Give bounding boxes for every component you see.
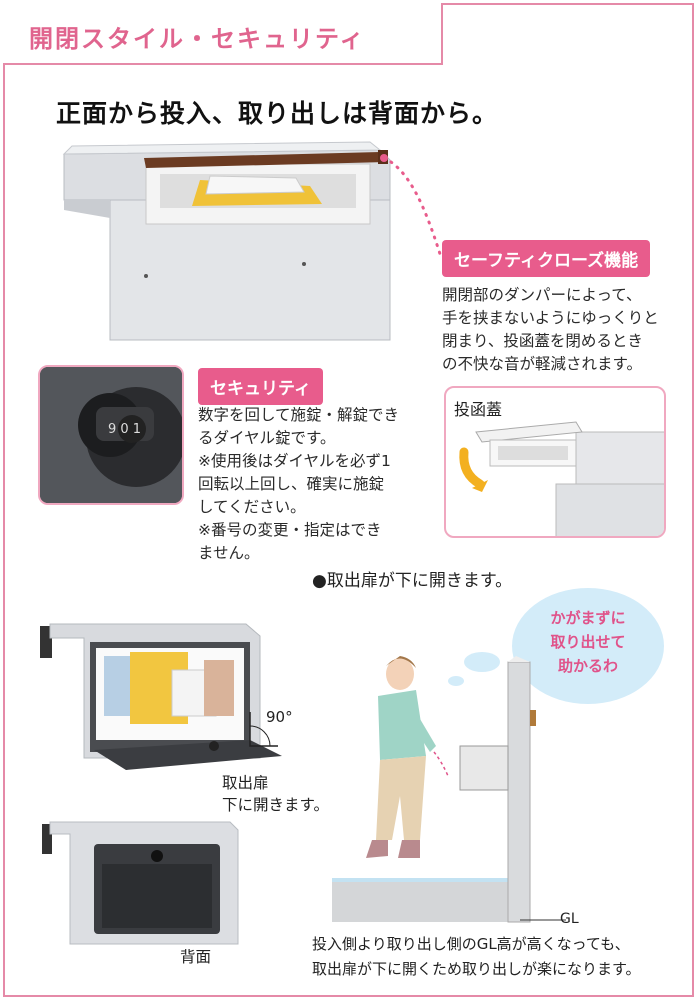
security-badge: セキュリティ [198, 368, 323, 405]
speech-bubble [512, 588, 664, 704]
lid-label: 投函蓋 [454, 400, 503, 419]
text-line: 手を挟まないようにゆっくりと [442, 309, 659, 327]
text-line: 取出扉が下に開くため取り出しが楽になります。 [312, 960, 641, 978]
dial-lock-image: 9 0 1 [38, 365, 184, 505]
text-line: してください。 [198, 498, 306, 516]
angle-label: 90° [266, 708, 293, 726]
text-line: 回転以上回し、確実に施錠 [198, 475, 385, 493]
headline: 正面から投入、取り出しは背面から。 [56, 99, 499, 128]
text-line: ません。 [198, 544, 260, 562]
lid-panel: 投函蓋 [444, 386, 666, 538]
text-line: 投入側より取り出し側のGL高が高くなっても、 [312, 935, 630, 953]
title-box: 開閉スタイル・セキュリティ [3, 3, 443, 65]
text-line: 取出扉 [222, 774, 269, 792]
front-mailbox-image [62, 141, 391, 341]
text-line: の不快な音が軽減されます。 [442, 355, 642, 373]
door-caption: 取出扉 下に開きます。 [222, 772, 329, 816]
text-line: かがまずに [550, 609, 626, 627]
bottom-note: 投入側より取り出し側のGL高が高くなっても、 取出扉が下に開くため取り出しが楽に… [312, 932, 641, 982]
speech-bubble-dot [448, 676, 464, 686]
security-description: 数字を回して施錠・解錠でき るダイヤル錠です。 ※使用後はダイヤルを必ず1 回転… [198, 404, 399, 565]
open-direction-note: ●取出扉が下に開きます。 [312, 571, 513, 591]
text-line: ※使用後はダイヤルを必ず1 [198, 452, 391, 470]
woman-retrieving-mail-illustration [332, 656, 566, 923]
dial-digits: 9 0 1 [108, 422, 141, 437]
text-line: 閉まり、投函蓋を閉めるとき [442, 332, 643, 350]
text-line: 取り出せて [550, 633, 626, 651]
pointer-dots [380, 154, 442, 256]
text-line: るダイヤル錠です。 [198, 429, 336, 447]
gl-label: GL [560, 911, 579, 927]
speech-text: かがまずに 取り出せて 助かるわ [522, 606, 654, 678]
safety-close-description: 開閉部のダンパーによって、 手を挟まないようにゆっくりと 閉まり、投函蓋を閉める… [442, 284, 659, 376]
text-line: 助かるわ [557, 657, 618, 675]
safety-close-badge: セーフティクローズ機能 [442, 240, 651, 277]
text-line: 数字を回して施錠・解錠でき [198, 406, 400, 424]
back-caption: 背面 [180, 948, 212, 966]
open-door-mailbox-image [40, 623, 282, 770]
back-mailbox-image [42, 821, 239, 945]
speech-bubble-dot [464, 652, 500, 672]
text-line: ※番号の変更・指定はでき [198, 521, 382, 539]
page-title: 開閉スタイル・セキュリティ [29, 25, 366, 53]
text-line: 開閉部のダンパーによって、 [442, 286, 642, 304]
text-line: 下に開きます。 [222, 796, 329, 814]
